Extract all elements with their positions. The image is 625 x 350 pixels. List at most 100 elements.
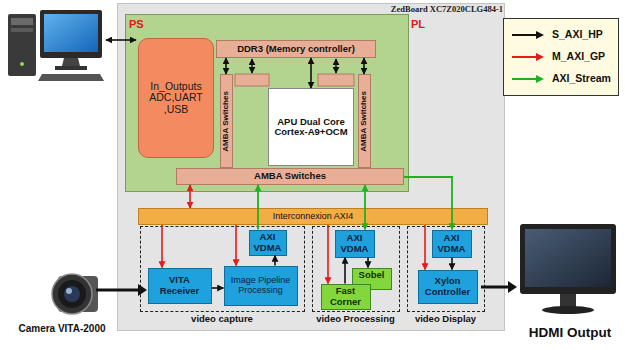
node-label: Sobel	[359, 270, 385, 280]
hdmi-monitor	[520, 224, 616, 294]
connector	[424, 225, 426, 270]
connector	[225, 58, 227, 74]
pc-link-arrow	[106, 39, 136, 41]
connector	[310, 58, 312, 88]
ps-region: PSIn_Outputs ADC,UART ,USB DDR3 (Memory c…	[125, 14, 409, 192]
text-holder: video Display	[408, 313, 483, 326]
legend-line	[512, 56, 537, 58]
processor-block: APU Dual Core Cortex-A9+OCM	[268, 88, 354, 166]
node-label: PS	[129, 18, 144, 30]
node-label: Fast Corner	[325, 286, 367, 307]
text-holder: VITA Receiver	[149, 269, 211, 303]
connector	[451, 258, 453, 270]
pc-drive	[11, 28, 33, 32]
text-holder: PS	[129, 17, 153, 31]
bus-switch: AMBA Switches	[176, 168, 404, 185]
legend-sample	[510, 52, 546, 62]
node-label: APU Dual Core Cortex-A9+OCM	[272, 117, 350, 138]
interconnect-band: Interconnexion AXI4	[138, 208, 488, 225]
pc-screen	[44, 14, 98, 52]
camera-glint	[66, 288, 72, 294]
text-holder: DDR3 (Memory controller)	[217, 41, 375, 57]
legend-arrow-head	[536, 53, 544, 61]
filter-block: Fast Corner	[321, 284, 371, 310]
connector	[344, 258, 346, 284]
node-label: video Display	[415, 314, 476, 324]
node-label: Xylon Controller	[422, 276, 474, 297]
pc-monitor	[40, 10, 102, 58]
hdmi-base	[542, 306, 594, 314]
device-label: HDMI Output	[529, 326, 611, 341]
pc-stand	[62, 58, 80, 66]
connector	[274, 256, 276, 266]
text-holder: video Processing	[313, 313, 398, 326]
text-holder: AMBA Switches	[177, 169, 403, 184]
hdmi-arrow	[481, 286, 508, 289]
legend-item: M_AXI_GP	[510, 46, 612, 68]
legend-sample	[510, 74, 546, 84]
node-label: AXI VDMA	[339, 233, 371, 254]
connector	[363, 58, 365, 74]
legend-item: AXI_Stream	[510, 68, 612, 90]
ip-block: VITA Receiver	[148, 268, 212, 304]
connector	[212, 287, 224, 289]
node-label: AMBA Switches	[222, 91, 231, 152]
node-label: AMBA Switches	[254, 171, 326, 181]
legend-arrow-head	[536, 75, 544, 83]
text-holder: In_Outputs ADC,UART ,USB	[145, 39, 207, 157]
group-frame: video captureVITA ReceiverAXI VDMAImage …	[140, 226, 305, 312]
connector	[189, 185, 191, 208]
bus-switch: AMBA Switches	[220, 74, 233, 168]
display-controller: Xylon Controller	[418, 270, 478, 304]
legend-sample	[510, 30, 546, 40]
dma-block: AXI VDMA	[432, 230, 472, 258]
text-holder: AXI VDMA	[250, 231, 286, 255]
connector	[367, 258, 369, 268]
camera-lens	[58, 280, 86, 308]
text-holder: PL	[411, 17, 433, 31]
pc-keyboard	[38, 74, 104, 81]
text-holder: Interconnexion AXI4	[139, 209, 487, 224]
node-label: AMBA Switches	[360, 91, 369, 152]
text-holder: Xylon Controller	[419, 271, 477, 303]
group-frame: video ProcessingAXI VDMASobelFast Corner	[312, 226, 400, 312]
hdmi-stand	[560, 294, 576, 307]
group-frame: video DisplayAXI VDMAXylon Controller	[407, 226, 485, 312]
io-block: In_Outputs ADC,UART ,USB	[138, 38, 214, 158]
node-label: AXI VDMA	[436, 233, 468, 254]
pc-tower	[8, 14, 36, 76]
text-holder: AMBA Switches	[182, 115, 272, 127]
camera-arrow-head	[138, 284, 147, 296]
text-holder: APU Dual Core Cortex-A9+OCM	[269, 89, 353, 165]
text-holder: AXI VDMA	[336, 231, 374, 257]
connector	[364, 185, 366, 230]
legend-label: AXI_Stream	[552, 73, 611, 85]
legend-box: S_AXI_HP M_AXI_GP AXI_Stream	[503, 18, 619, 96]
device-label-holder: HDMI Output	[518, 324, 622, 342]
memory-controller: DDR3 (Memory controller)	[216, 40, 376, 58]
pc-led	[20, 62, 24, 66]
legend-line	[512, 78, 537, 80]
text-holder: AXI VDMA	[433, 231, 471, 257]
bus-port	[235, 74, 269, 86]
legend-line	[512, 34, 537, 36]
legend-label: S_AXI_HP	[552, 29, 603, 41]
camera-lens	[64, 286, 80, 302]
connector	[161, 225, 163, 268]
text-holder: Sobel	[353, 269, 391, 282]
legend-label: M_AXI_GP	[552, 51, 605, 63]
connector	[257, 185, 259, 230]
text-holder: Image Pipeline Processing	[225, 267, 297, 305]
hdmi-arrow-head	[508, 281, 517, 293]
connector	[235, 225, 237, 266]
node-label: PL	[411, 18, 425, 30]
pl-region: ZedBoard XC7Z020CLG484-1PLPSIn_Outputs A…	[117, 3, 505, 331]
node-label: VITA Receiver	[152, 275, 208, 296]
dma-block: AXI VDMA	[249, 230, 287, 256]
pc-drive	[11, 18, 33, 25]
memory-port-arrow	[335, 59, 336, 73]
legend-item: S_AXI_HP	[510, 24, 612, 46]
node-label: ZedBoard XC7Z020CLG484-1	[391, 5, 503, 14]
node-label: Image Pipeline Processing	[228, 276, 294, 296]
node-label: AXI VDMA	[253, 232, 283, 253]
